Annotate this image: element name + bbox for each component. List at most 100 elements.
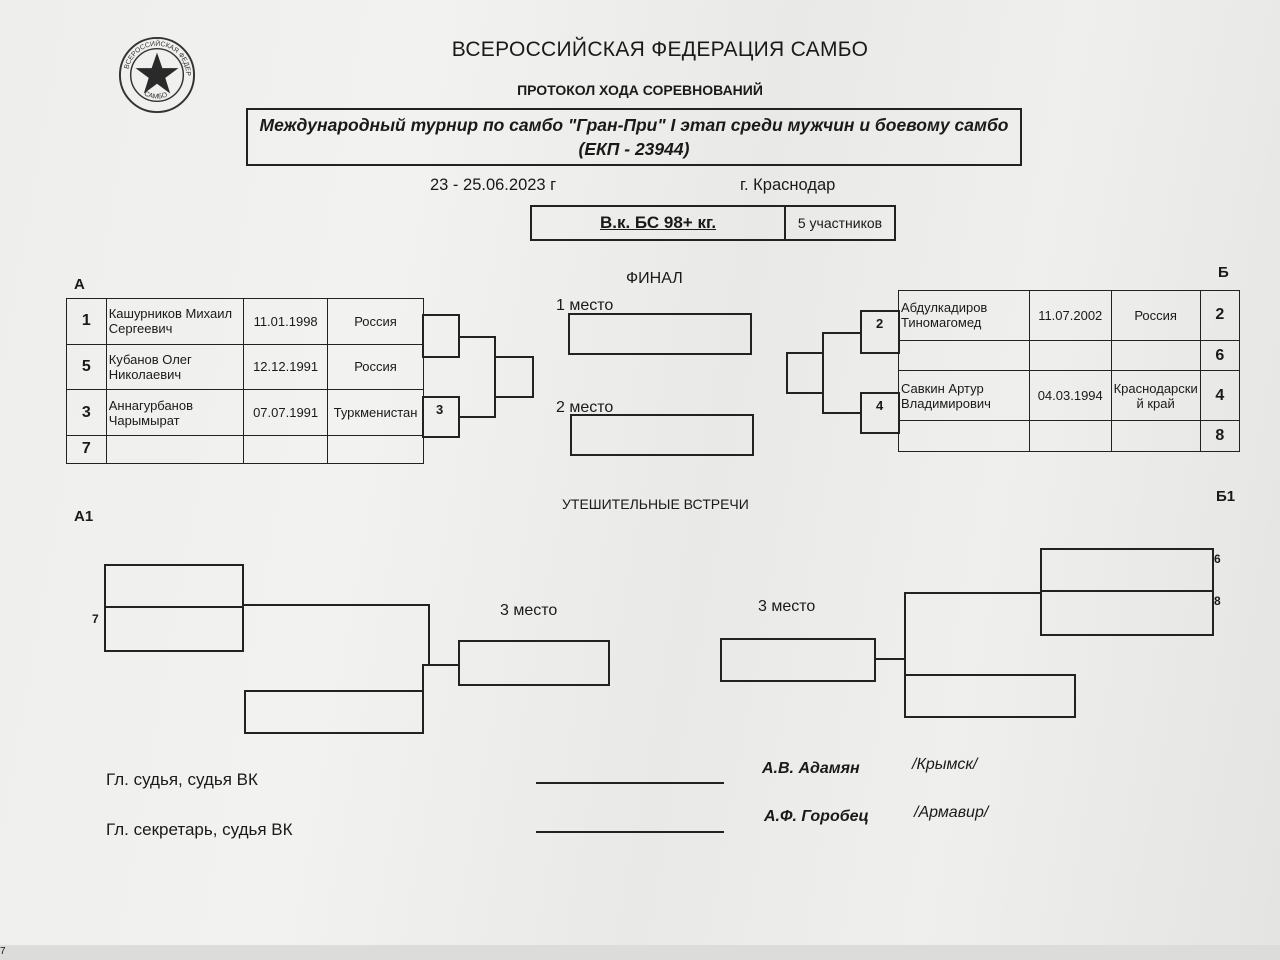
chief-secretary-name: А.Ф. Горобец [764,808,869,825]
third-place-left-box [458,640,610,686]
consolation-a1-connector-lower [422,664,424,692]
bracket-b-final [786,352,824,394]
athlete-country [1110,420,1201,452]
athlete-country: Россия [327,343,424,391]
final-label: ФИНАЛ [626,270,683,287]
bracket-a-final [494,356,534,398]
consolation-a1-seed: 7 [92,612,99,626]
bracket-b-match-2: 4 [860,392,900,434]
table-row: 6 [898,339,1241,372]
protocol-title: ПРОТОКОЛ ХОДА СОРЕВНОВАНИЙ [517,82,763,98]
edge-mark: 7 [0,946,6,957]
federation-title: ВСЕРОССИЙСКАЯ ФЕДЕРАЦИЯ САМБО [451,38,869,61]
consolation-b1-connector-top [904,592,1042,594]
athlete-name [898,420,1030,452]
consolation-b1-connector-vertical [904,592,906,676]
chief-secretary-role: Гл. секретарь, судья ВК [106,820,293,839]
bracket-a-semi [458,336,496,418]
consolation-b1-seed-1: 6 [1214,552,1221,566]
group-b1-label: Б1 [1216,488,1236,505]
event-title-line2: (ЕКП - 23944) [578,139,690,159]
athlete-dob [243,434,329,465]
consolation-a1-connector-top [244,604,430,606]
seed-number: 2 [1199,290,1241,341]
consolation-a1-match [104,564,244,652]
consolation-b1-bronze-opponent [904,674,1076,718]
athlete-dob: 04.03.1994 [1028,370,1112,422]
consolation-a1-connector-mid [422,664,460,666]
seed-number: 1 [66,298,107,345]
athlete-name [105,434,245,465]
event-title-box: Международный турнир по самбо "Гран-При"… [246,108,1022,166]
third-place-left-label: 3 место [500,602,558,619]
athlete-country [1110,339,1201,372]
consolation-b1-connector-mid [874,658,906,660]
consolation-label: УТЕШИТЕЛЬНЫЕ ВСТРЕЧИ [562,496,749,512]
seed-number: 7 [66,434,107,465]
chief-judge-role: Гл. судья, судья ВК [106,770,258,789]
bracket-b-match-1: 2 [860,310,900,354]
bracket-b-semi [822,332,862,414]
chief-judge-signature-line [536,782,724,784]
consolation-b1-seed-2: 8 [1214,594,1221,608]
sambo-federation-logo: ВСЕРОССИЙСКАЯ ФЕДЕРАЦИЯ САМБО [118,36,196,114]
athlete-country: Россия [327,298,424,345]
athlete-country [327,434,424,465]
third-place-right-box [720,638,876,682]
first-place-label: 1 место [556,297,614,314]
athlete-dob [1028,339,1112,372]
bracket-b-winner-2: 4 [876,398,884,413]
athlete-dob: 11.01.1998 [243,298,329,345]
consolation-a1-connector-vertical [428,604,430,666]
athlete-dob: 11.07.2002 [1028,290,1112,341]
chief-judge-name: А.В. Адамян [762,760,860,777]
event-city: г. Краснодар [740,176,836,194]
chief-judge-city: /Крымск/ [912,756,978,773]
second-place-label: 2 место [556,399,614,416]
consolation-a1-divider [104,606,244,608]
athlete-dob: 12.12.1991 [243,343,329,391]
athlete-country: Туркменистан [327,389,424,436]
athlete-dob [1028,420,1112,452]
seed-number: 5 [66,343,107,391]
consolation-a1-bronze-opponent [244,690,424,734]
group-a1-label: А1 [74,508,94,525]
participants-count: 5 участников [786,205,896,241]
table-row: 8 [898,420,1241,452]
event-dates: 23 - 25.06.2023 г [430,176,557,194]
bracket-b-winner-1: 2 [876,316,884,331]
group-a-label: А [74,276,85,293]
athlete-country: Россия [1110,290,1201,341]
weight-category: В.к. БС 98+ кг. [530,205,786,241]
consolation-b1-divider [1040,590,1214,592]
chief-secretary-city: /Армавир/ [914,804,989,821]
seed-number: 4 [1199,370,1241,422]
bracket-a-match-2: 3 [422,396,460,438]
bracket-a-match-1 [422,314,460,358]
event-title-line1: Международный турнир по самбо "Гран-При"… [259,115,1009,135]
athlete-dob: 07.07.1991 [243,389,329,436]
logo-text-bottom: САМБО [143,90,168,100]
chief-secretary-signature-line [536,831,724,833]
group-b-label: Б [1218,264,1229,281]
second-place-box [570,414,754,456]
consolation-b1-match [1040,548,1214,636]
third-place-right-label: 3 место [758,598,816,615]
first-place-box [568,313,752,355]
seed-number: 3 [66,389,107,436]
svg-text:САМБО: САМБО [143,90,168,100]
